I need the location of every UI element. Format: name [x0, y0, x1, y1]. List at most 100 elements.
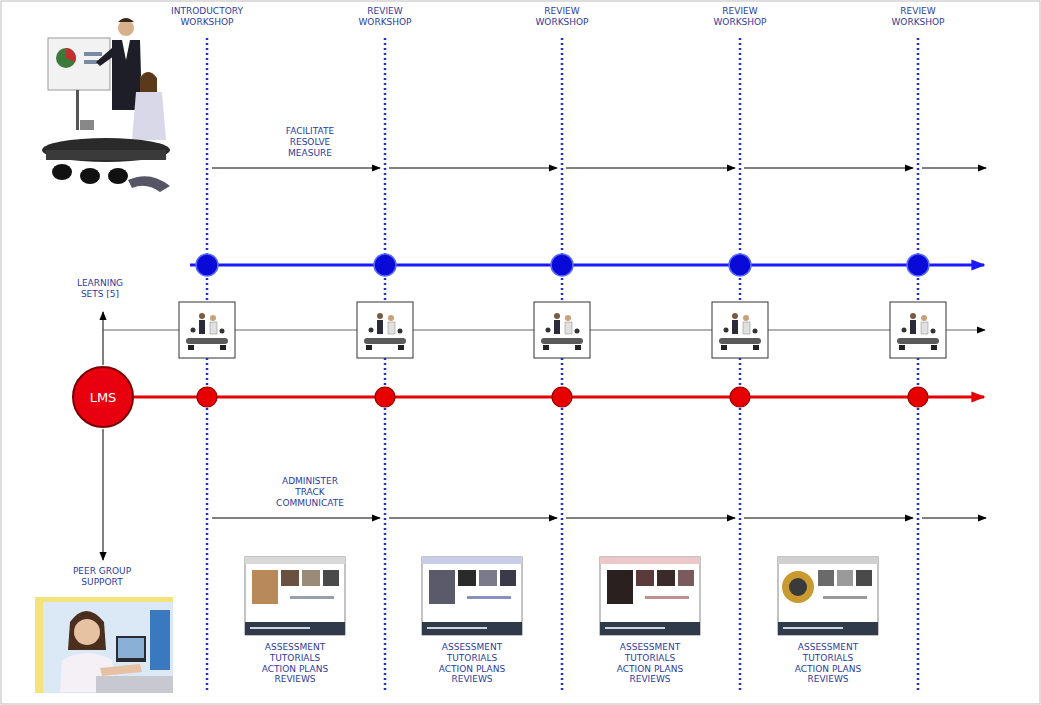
module-screenshot: [281, 570, 299, 586]
session-icon: [210, 322, 217, 334]
module-screenshot: [607, 570, 633, 604]
workshop-heading: REVIEW WORKSHOP: [878, 6, 958, 28]
flow-arrow: [566, 518, 735, 519]
session-icon: [220, 345, 226, 350]
workshop-photo: [140, 72, 157, 92]
lms-track: [197, 387, 217, 407]
peer-support-photo: [96, 676, 173, 693]
session-track: [712, 302, 768, 358]
module-screenshot: [789, 578, 807, 596]
module-screenshot: [837, 570, 853, 586]
peer-support-photo: [35, 597, 173, 693]
module-screenshot: [245, 557, 878, 635]
session-track: [890, 302, 946, 358]
module-screenshot: [778, 557, 878, 635]
module-screenshot: [302, 570, 320, 586]
workshop-heading: REVIEW WORKSHOP: [700, 6, 780, 28]
module-screenshot: [782, 571, 814, 603]
module-screenshot: [645, 596, 689, 599]
peer-support-photo: [35, 597, 173, 602]
module-screenshot: [250, 627, 310, 629]
flow-arrow: [212, 518, 380, 519]
peer-support-photo: [35, 597, 173, 693]
module-screenshot: [778, 622, 878, 635]
flow-arrow: [922, 168, 986, 169]
flow-arrow: [389, 518, 557, 519]
session-icon: [191, 328, 196, 333]
activity-label: FACILITATE RESOLVE MEASURE: [270, 126, 350, 158]
workshop-photo: [42, 138, 170, 162]
learning-sets-track: [374, 254, 396, 276]
workshop-divider: [561, 38, 564, 692]
workshop-photo: [108, 168, 128, 184]
learning-sets-track: [190, 264, 984, 267]
flow-arrow: [212, 168, 380, 169]
workshop-photo: [56, 48, 76, 68]
branch-arrow: [103, 312, 104, 560]
module-screenshot: [429, 570, 455, 604]
module-screenshot: [600, 557, 700, 564]
flow-arrow: [744, 518, 913, 519]
peer-support-photo: [35, 597, 43, 693]
branch-arrow: [103, 312, 104, 365]
lms-track: [552, 387, 572, 407]
session-icon: [210, 315, 216, 321]
lms-track: [730, 387, 750, 407]
module-screenshot: [678, 570, 694, 586]
session-icon: [199, 320, 205, 334]
module-label: ASSESSMENT TUTORIALS ACTION PLANS REVIEW…: [788, 642, 868, 685]
workshop-divider: [384, 38, 387, 692]
workshop-photo: [118, 20, 134, 36]
branch-label: LEARNING SETS [5]: [68, 278, 132, 300]
flow-arrow: [744, 168, 913, 169]
flow-arrow: [212, 168, 986, 518]
peer-support-photo: [116, 636, 146, 662]
workshop-photo: [80, 168, 100, 184]
module-screenshot: [856, 570, 872, 586]
module-screenshot: [605, 627, 665, 629]
workshop-photo: [52, 164, 72, 180]
session-track: [534, 302, 590, 358]
workshop-photo: [42, 18, 170, 192]
learning-sets-track: [729, 254, 751, 276]
module-screenshot: [422, 622, 522, 635]
module-label: ASSESSMENT TUTORIALS ACTION PLANS REVIEW…: [255, 642, 335, 685]
workshop-photo: [118, 18, 134, 22]
module-screenshot: [458, 570, 476, 586]
module-screenshot: [427, 627, 487, 629]
lms-track: [375, 387, 395, 407]
module-screenshot: [778, 557, 878, 564]
flow-arrow: [922, 518, 986, 519]
workshop-photo: [76, 90, 79, 130]
workshop-photo: [122, 40, 130, 60]
module-screenshot: [467, 596, 511, 599]
lms-track: [134, 387, 984, 407]
workshop-divider: [917, 38, 920, 692]
module-screenshot: [245, 557, 345, 564]
module-screenshot: [783, 627, 843, 629]
module-screenshot: [323, 570, 339, 586]
module-screenshot: [818, 570, 834, 586]
workshop-heading: REVIEW WORKSHOP: [522, 6, 602, 28]
module-screenshot: [245, 622, 345, 635]
workshop-photo: [46, 150, 166, 160]
lms-track: [197, 387, 928, 407]
module-label: ASSESSMENT TUTORIALS ACTION PLANS REVIEW…: [610, 642, 690, 685]
module-screenshot: [636, 570, 654, 586]
session-icon: [199, 313, 205, 319]
workshop-photo: [84, 52, 102, 56]
module-screenshot: [245, 557, 345, 635]
session-track: [103, 302, 985, 358]
node-text: LMS: [90, 390, 117, 405]
session-icon: [179, 302, 235, 358]
learning-sets-track: [196, 254, 929, 276]
module-screenshot: [252, 570, 278, 604]
workshop-heading: INTRODUCTORY WORKSHOP: [157, 6, 257, 28]
learning-sets-track: [551, 254, 573, 276]
workshop-photo: [132, 92, 166, 140]
peer-support-photo: [68, 611, 106, 650]
workshop-divider: [206, 38, 209, 692]
